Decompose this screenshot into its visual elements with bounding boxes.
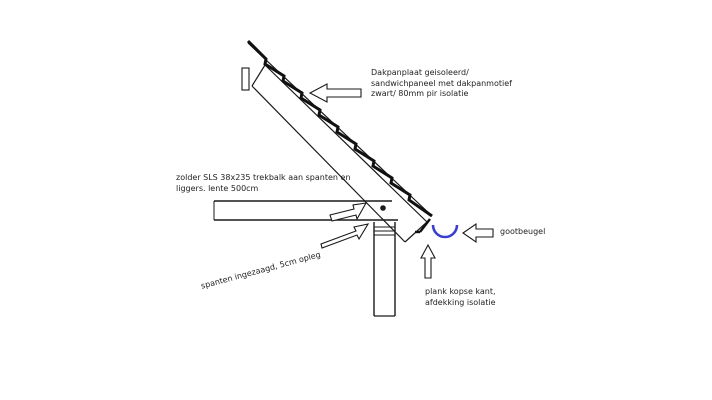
label-attic-beam: zolder SLS 38x235 trekbalk aan spanten e…: [176, 173, 351, 193]
eave-drip: [415, 218, 431, 234]
arrow-fascia-board: [420, 243, 436, 279]
wall-post: [373, 222, 396, 317]
tie-beam: [213, 200, 398, 221]
arrow-gutter-bracket: [462, 222, 494, 244]
rafter: [251, 64, 428, 243]
arrow-roof-panel: [308, 83, 362, 103]
arrow-rafters: [320, 223, 370, 249]
arrow-attic-beam: [329, 202, 368, 222]
roof-tiles: [246, 39, 433, 218]
label-roof-panel: Dakpanplaat geisoleerd/ sandwichpaneel m…: [371, 68, 512, 98]
gutter: [431, 224, 459, 239]
label-fascia-board: plank kopse kant, afdekking isolatie: [425, 287, 496, 307]
label-gutter-bracket: gootbeugel: [500, 227, 546, 236]
